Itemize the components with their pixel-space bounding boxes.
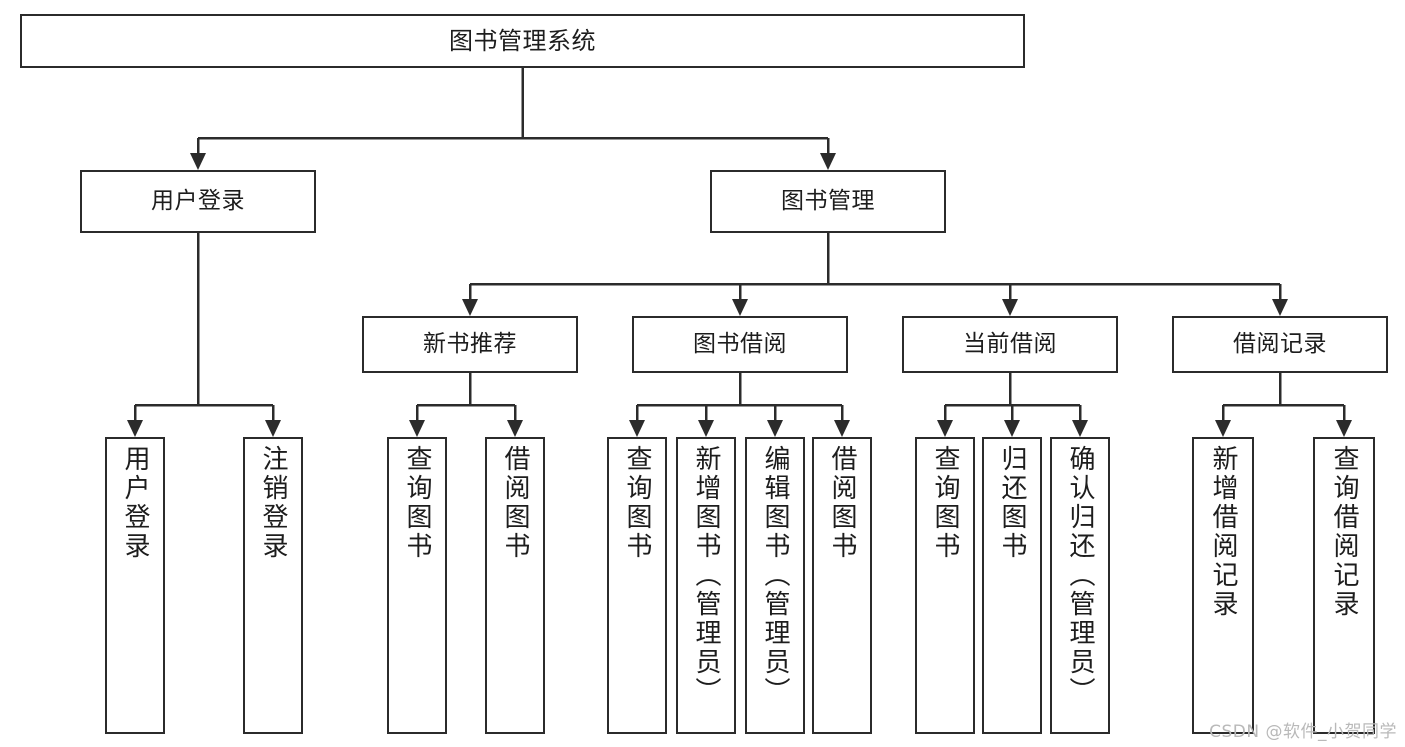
arrow-head [265, 420, 281, 437]
arrow-head [409, 420, 425, 437]
node-label: 当前借阅 [963, 330, 1057, 357]
node-label: 新书推荐 [423, 330, 517, 357]
node-leaf-borrow-book-1[interactable]: 借阅图书 [485, 437, 545, 734]
node-label: 借阅图书 [500, 445, 530, 561]
node-book-manage[interactable]: 图书管理 [710, 170, 946, 233]
node-label: 图书借阅 [693, 330, 787, 357]
arrow-head [127, 420, 143, 437]
arrow-head [629, 420, 645, 437]
node-label: 新增借阅记录 [1208, 445, 1238, 619]
arrow-head [820, 153, 836, 170]
node-leaf-query-book-1[interactable]: 查询图书 [387, 437, 447, 734]
node-root[interactable]: 图书管理系统 [20, 14, 1025, 68]
node-label: 编辑图书（管理员） [760, 445, 790, 706]
arrow-head [1004, 420, 1020, 437]
node-new-book-rec[interactable]: 新书推荐 [362, 316, 578, 373]
node-label: 借阅记录 [1233, 330, 1327, 357]
arrow-head [698, 420, 714, 437]
arrow-head [1272, 299, 1288, 316]
arrow-head [462, 299, 478, 316]
node-label: 查询图书 [622, 445, 652, 561]
node-leaf-logout[interactable]: 注销登录 [243, 437, 303, 734]
arrow-head [767, 420, 783, 437]
arrow-head [1336, 420, 1352, 437]
node-label: 确认归还（管理员） [1065, 445, 1095, 706]
arrow-head [1215, 420, 1231, 437]
node-label: 用户登录 [120, 445, 150, 561]
node-label: 借阅图书 [827, 445, 857, 561]
node-leaf-borrow-book-2[interactable]: 借阅图书 [812, 437, 872, 734]
arrow-head [732, 299, 748, 316]
node-book-borrow[interactable]: 图书借阅 [632, 316, 848, 373]
watermark: CSDN @软件_小贺同学 [1209, 722, 1397, 742]
node-label: 查询图书 [930, 445, 960, 561]
node-label: 归还图书 [997, 445, 1027, 561]
arrow-head [1002, 299, 1018, 316]
node-label: 用户登录 [151, 187, 245, 214]
node-user-login[interactable]: 用户登录 [80, 170, 316, 233]
node-label: 新增图书（管理员） [691, 445, 721, 706]
arrow-head [190, 153, 206, 170]
node-leaf-query-book-2[interactable]: 查询图书 [607, 437, 667, 734]
node-leaf-user-login[interactable]: 用户登录 [105, 437, 165, 734]
node-leaf-confirm-ret[interactable]: 确认归还（管理员） [1050, 437, 1110, 734]
node-label: 图书管理系统 [449, 26, 596, 55]
arrow-head [834, 420, 850, 437]
node-leaf-query-book-3[interactable]: 查询图书 [915, 437, 975, 734]
node-label: 查询图书 [402, 445, 432, 561]
node-leaf-add-record[interactable]: 新增借阅记录 [1192, 437, 1254, 734]
node-leaf-query-record[interactable]: 查询借阅记录 [1313, 437, 1375, 734]
node-label: 查询借阅记录 [1329, 445, 1359, 619]
node-label: 图书管理 [781, 187, 875, 214]
node-leaf-edit-book[interactable]: 编辑图书（管理员） [745, 437, 805, 734]
node-leaf-return-book[interactable]: 归还图书 [982, 437, 1042, 734]
node-borrow-record[interactable]: 借阅记录 [1172, 316, 1388, 373]
node-current-borrow[interactable]: 当前借阅 [902, 316, 1118, 373]
arrow-head [1072, 420, 1088, 437]
node-label: 注销登录 [258, 445, 288, 561]
arrow-head [937, 420, 953, 437]
arrow-head [507, 420, 523, 437]
node-leaf-add-book[interactable]: 新增图书（管理员） [676, 437, 736, 734]
